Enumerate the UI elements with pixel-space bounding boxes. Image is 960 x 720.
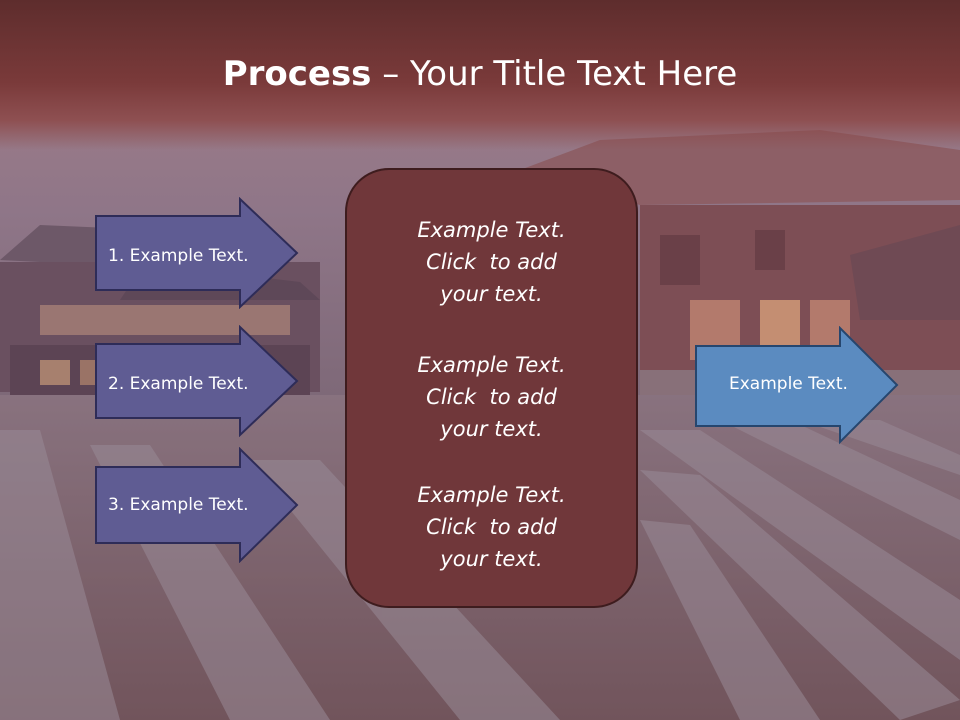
pavement-stripes <box>0 420 960 720</box>
arrow-1-label: 1. Example Text. <box>108 246 249 266</box>
arrow-2[interactable] <box>94 325 300 437</box>
center-block-3-line-1: Example Text. <box>417 483 566 507</box>
title-bar <box>0 0 960 150</box>
center-block-2: Example Text. Click to add your text. <box>347 349 636 445</box>
center-block-3-line-2: Click to add <box>426 515 557 539</box>
center-block-2-line-2: Click to add <box>426 385 557 409</box>
arrow-3[interactable] <box>94 447 300 563</box>
center-block-1-line-2: Click to add <box>426 250 557 274</box>
center-block-2-line-3: your text. <box>440 417 543 441</box>
slide-title[interactable]: Process – Your Title Text Here <box>0 52 960 96</box>
arrow-right[interactable] <box>694 326 900 446</box>
title-bold: Process <box>222 54 372 94</box>
arrow-3-label: 3. Example Text. <box>108 495 249 515</box>
center-block-1-line-3: your text. <box>440 282 543 306</box>
arrow-2-label: 2. Example Text. <box>108 374 249 394</box>
arrow-1[interactable] <box>94 197 300 309</box>
center-block-1-line-1: Example Text. <box>417 218 566 242</box>
center-block-3: Example Text. Click to add your text. <box>347 479 636 575</box>
title-rest: – Your Title Text Here <box>371 54 738 94</box>
center-block-1: Example Text. Click to add your text. <box>347 214 636 310</box>
center-block-2-line-1: Example Text. <box>417 353 566 377</box>
center-text-box[interactable]: Example Text. Click to add your text. Ex… <box>345 168 638 608</box>
center-block-3-line-3: your text. <box>440 547 543 571</box>
arrow-right-label: Example Text. <box>729 374 848 394</box>
